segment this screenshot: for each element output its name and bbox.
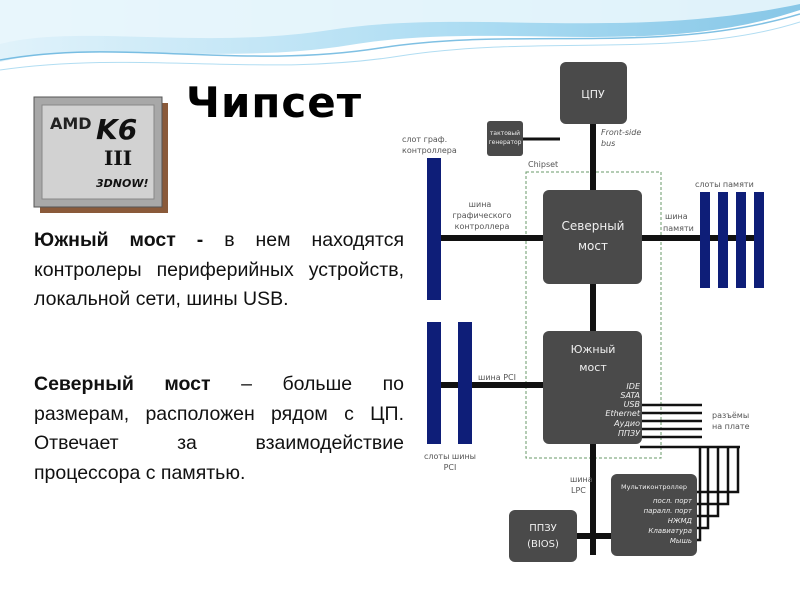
clock-generator-label-2: генератор xyxy=(489,139,522,146)
port-keyboard: Клавиатура xyxy=(648,527,692,535)
front-side-bus-label-2: bus xyxy=(601,139,615,148)
south-bridge-label-2: мост xyxy=(579,361,607,374)
memory-slot-1 xyxy=(700,192,710,288)
lpc-bus-label-2: LPC xyxy=(571,486,586,495)
port-parallel: паралл. порт xyxy=(644,507,693,515)
chip-brand: AMD xyxy=(50,114,92,133)
port-ppzu: ППЗУ xyxy=(618,429,641,438)
graphics-slot-label-2: контроллера xyxy=(402,146,457,155)
slide-title: Чипсет xyxy=(186,78,363,127)
pci-slots-label-1: слоты шины xyxy=(424,452,476,461)
memory-bus-label-2: памяти xyxy=(663,224,694,233)
south-bridge-label-1: Южный xyxy=(571,343,616,356)
port-mouse: Мышь xyxy=(670,537,692,545)
multicontroller-outputs xyxy=(640,445,740,542)
bios-label-2: (BIOS) xyxy=(527,539,559,550)
clock-generator-label-1: тактовый xyxy=(490,130,520,137)
port-audio: Аудио xyxy=(613,419,640,428)
memory-slot-2 xyxy=(718,192,728,288)
chip-tagline: 3DNOW! xyxy=(96,177,149,190)
cpu-label: ЦПУ xyxy=(581,88,605,101)
onboard-connectors-label-1: разъёмы xyxy=(712,411,749,420)
north-bridge-paragraph: Северный мост – больше по размерам, расп… xyxy=(34,370,404,488)
chipset-label: Chipset xyxy=(528,160,558,169)
onboard-connectors-label-2: на плате xyxy=(712,422,750,431)
north-bridge-description: – больше по размерам, расположен рядом с… xyxy=(34,373,404,484)
bios-box xyxy=(509,510,577,562)
multicontroller-label: Мультиконтроллер xyxy=(621,483,687,491)
pci-bus-label: шина PCI xyxy=(478,373,516,382)
port-ethernet: Ethernet xyxy=(605,409,640,418)
bios-label-1: ППЗУ xyxy=(529,523,557,534)
north-bridge-label-1: Северный xyxy=(562,219,625,233)
chip-model: K6 xyxy=(96,113,137,146)
memory-slot-4 xyxy=(754,192,764,288)
pci-slots-label-2: PCI xyxy=(444,463,457,472)
pci-slot-2 xyxy=(458,322,472,444)
south-bridge-outputs xyxy=(640,403,702,439)
wave-decoration xyxy=(0,0,800,71)
port-sata: SATA xyxy=(620,391,640,400)
port-hdd: НЖМД xyxy=(668,517,693,525)
multicontroller-box xyxy=(611,474,697,556)
cpu-box xyxy=(560,62,627,124)
amd-k6-chip-image: AMD K6 III 3DNOW! xyxy=(33,96,168,213)
north-bridge-box xyxy=(543,190,642,284)
north-bridge-term: Северный мост xyxy=(34,373,211,395)
port-usb: USB xyxy=(624,400,640,409)
south-bridge-term: Южный мост - xyxy=(34,229,204,251)
graphics-bus-label-1: шина xyxy=(469,200,492,209)
pci-slot-1 xyxy=(427,322,441,444)
memory-slots-label: слоты памяти xyxy=(695,180,754,189)
chip-suffix: III xyxy=(104,146,132,170)
graphics-slot-label-1: слот граф. xyxy=(402,135,447,144)
south-bridge-paragraph: Южный мост - в нем находятся контролеры … xyxy=(34,226,404,315)
north-bridge-label-2: мост xyxy=(578,239,608,253)
clock-generator-box xyxy=(487,121,523,156)
lpc-bus-label-1: шина xyxy=(570,475,593,484)
memory-slot-3 xyxy=(736,192,746,288)
memory-bus-label-1: шина xyxy=(665,212,688,221)
graphics-slot xyxy=(427,158,441,300)
south-bridge-box xyxy=(543,331,642,444)
graphics-bus-label-2: графического xyxy=(452,211,511,220)
graphics-bus-label-3: контроллера xyxy=(455,222,510,231)
port-ide: IDE xyxy=(626,382,641,391)
south-bridge-description: в нем находятся контролеры периферийных … xyxy=(34,229,405,310)
front-side-bus-label-1: Front-side xyxy=(601,128,641,137)
port-serial: посл. порт xyxy=(653,497,693,505)
